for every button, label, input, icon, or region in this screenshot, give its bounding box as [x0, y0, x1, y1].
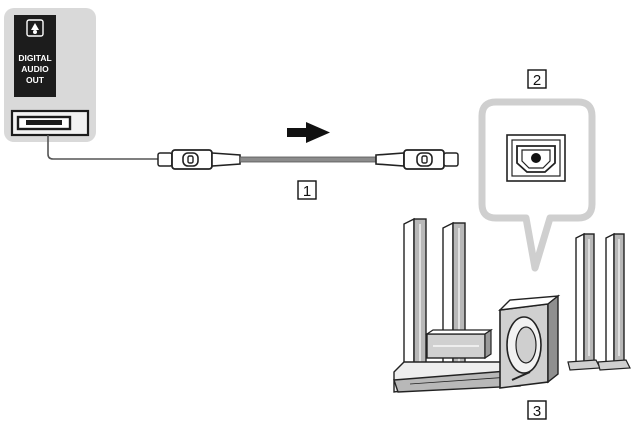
- tv-audio-panel: DIGITAL AUDIO OUT: [4, 8, 96, 142]
- center-speaker: [425, 328, 493, 360]
- callout-1-label: 1: [303, 183, 311, 200]
- tv-port-label-line3: OUT: [26, 75, 45, 85]
- surround-right-speaker: [597, 232, 631, 371]
- callout-3: 3: [527, 400, 547, 420]
- callout-3-label: 3: [533, 403, 541, 420]
- optical-cable: [157, 149, 459, 170]
- surround-left-speaker: [567, 232, 601, 371]
- audio-out-icon: [26, 19, 44, 37]
- cable-from-tv: [47, 135, 158, 160]
- callout-2: 2: [527, 69, 547, 89]
- home-theater-system: [393, 217, 631, 393]
- right-arrow-icon: [287, 122, 330, 143]
- tv-port-label-line2: AUDIO: [21, 64, 49, 74]
- left-optical-plug: [157, 149, 241, 170]
- callout-1: 1: [297, 180, 317, 200]
- front-left-speaker: [397, 217, 431, 381]
- callout-2-label: 2: [533, 72, 541, 89]
- tv-port-label-line1: DIGITAL: [18, 53, 51, 63]
- right-optical-plug: [375, 149, 459, 170]
- cable-line: [239, 156, 377, 163]
- subwoofer: [498, 294, 561, 389]
- optical-port-icon: [506, 134, 566, 182]
